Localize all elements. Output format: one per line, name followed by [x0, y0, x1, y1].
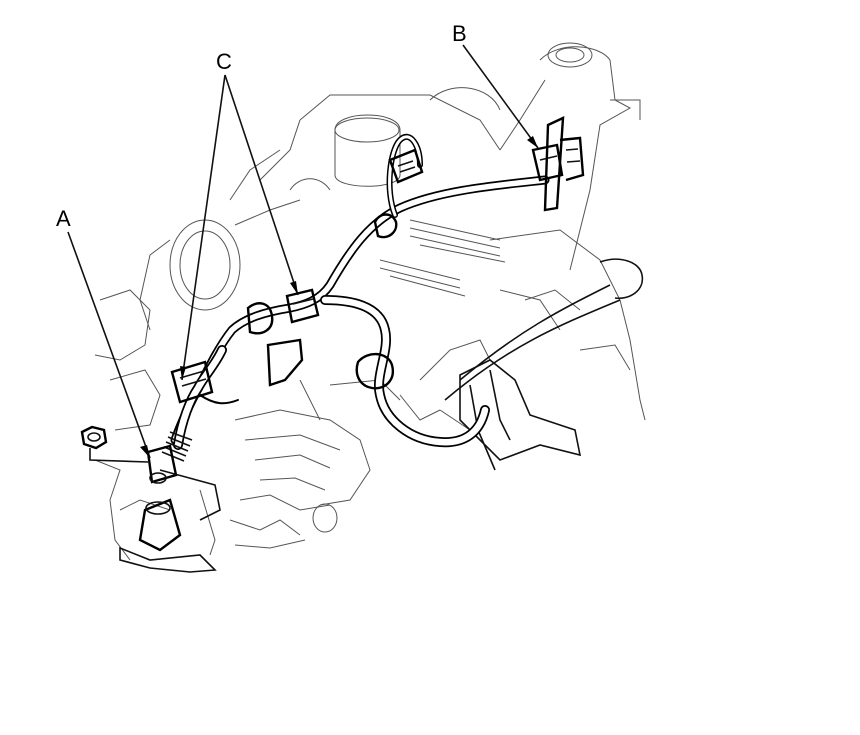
- callout-label-b: B: [452, 21, 467, 46]
- callout-leaders: [67, 44, 539, 459]
- connectors: [80, 116, 585, 573]
- callout-label-c: C: [216, 49, 232, 74]
- callout-label-a: A: [56, 206, 71, 231]
- engine-background-linework: [94, 42, 646, 561]
- wiring-harness: [161, 133, 550, 462]
